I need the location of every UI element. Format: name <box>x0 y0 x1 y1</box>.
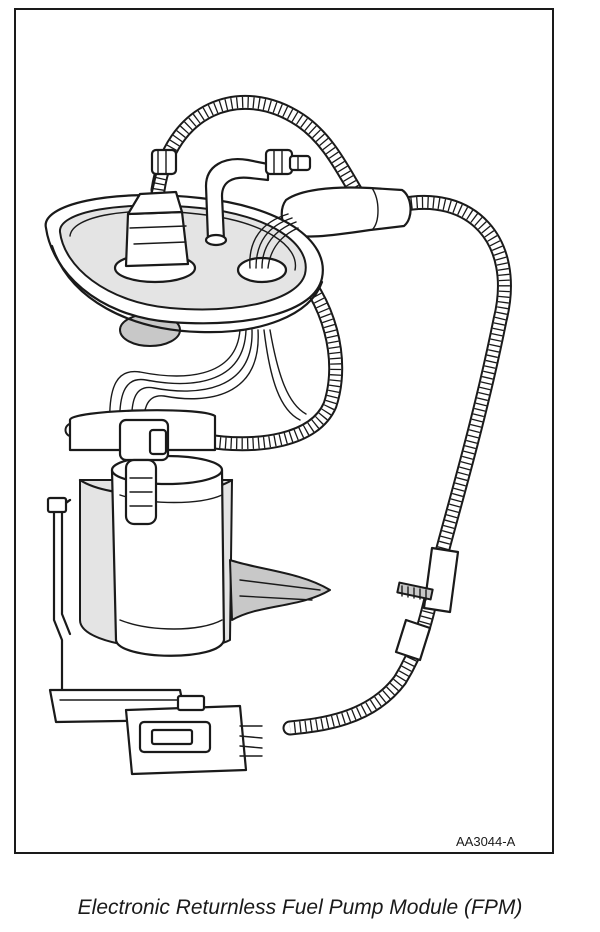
figure-code: AA3044-A <box>456 834 516 849</box>
fuel-level-sender-arm <box>46 496 72 692</box>
pump-head <box>118 418 170 526</box>
ground-stud <box>396 581 434 601</box>
wire-grommet <box>236 213 299 284</box>
flange-connector <box>113 190 197 284</box>
fuel-pump-module-illustration <box>44 94 512 776</box>
harness-end-connector <box>124 694 263 776</box>
fuel-strainer <box>229 559 331 621</box>
fuel-outlet-tube <box>204 148 312 247</box>
harness-sleeves <box>280 186 460 662</box>
figure-caption: Electronic Returnless Fuel Pump Module (… <box>77 896 523 919</box>
